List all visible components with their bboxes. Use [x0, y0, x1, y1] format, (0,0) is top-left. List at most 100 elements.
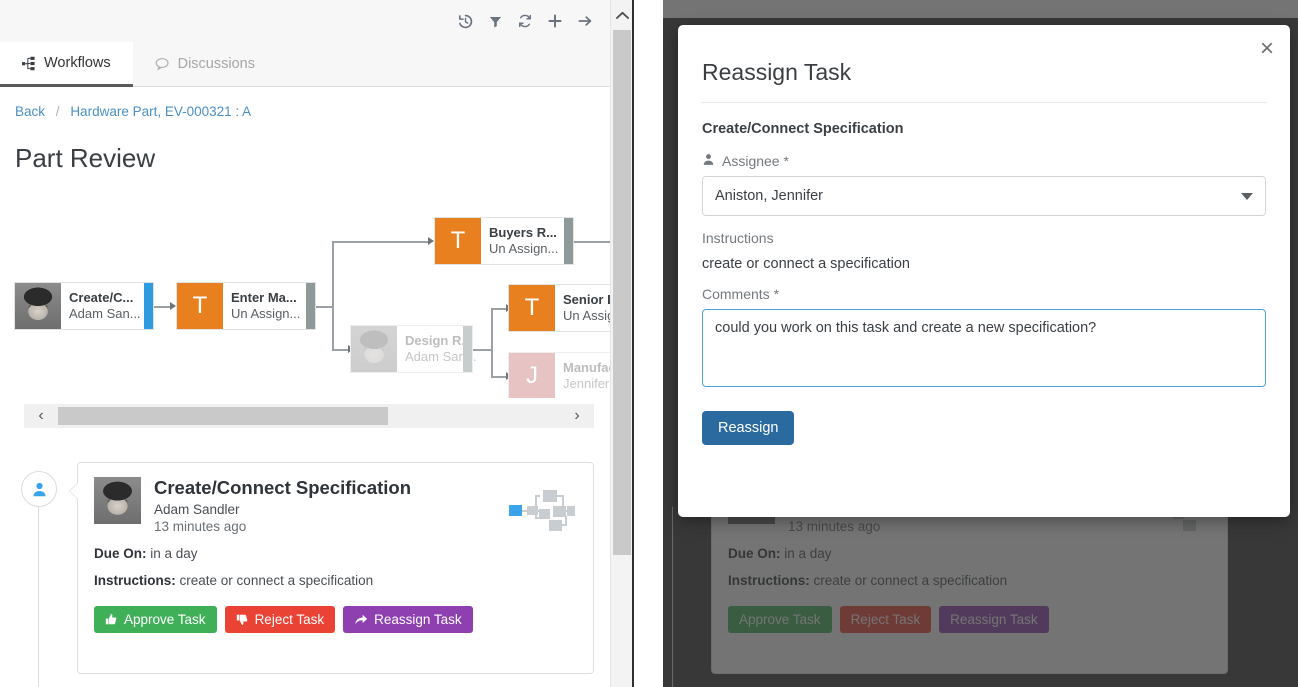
- node-avatar: [15, 283, 61, 329]
- node-initial: T: [435, 218, 481, 264]
- connector: [332, 241, 334, 351]
- node-title: Senior D: [563, 292, 610, 308]
- workflow-icon: [22, 56, 37, 71]
- page-title: Part Review: [15, 143, 155, 174]
- scroll-track[interactable]: [58, 407, 560, 425]
- task-due-value: in a day: [784, 546, 831, 561]
- node-status-bar: [564, 218, 573, 264]
- task-due-label: Due On:: [728, 546, 781, 561]
- assignee-label-row: Assignee *: [702, 153, 1266, 169]
- workflow-diagram[interactable]: Create/C... Adam San... T Enter Ma... Un…: [14, 196, 610, 398]
- timeline-avatar-dot: [21, 471, 57, 507]
- person-icon: [31, 481, 48, 498]
- refresh-icon[interactable]: [510, 6, 540, 36]
- task-instructions-label: Instructions:: [94, 573, 176, 588]
- tab-workflows-label: Workflows: [44, 55, 111, 71]
- workflow-diagram-icon[interactable]: [509, 487, 575, 538]
- approve-task-label: Approve Task: [124, 612, 206, 627]
- task-instructions-value: create or connect a specification: [180, 573, 374, 588]
- task-timestamp: 13 minutes ago: [788, 519, 1045, 534]
- card-pointer: [70, 483, 78, 499]
- top-toolbar: [0, 0, 610, 42]
- assignee-label: Assignee *: [722, 153, 789, 169]
- history-icon[interactable]: [450, 6, 480, 36]
- connector: [491, 308, 493, 378]
- workflow-node-buyers-review[interactable]: T Buyers R... Un Assign...: [434, 217, 574, 265]
- reassign-task-label: Reassign Task: [374, 612, 462, 627]
- task-due-label: Due On:: [94, 546, 147, 561]
- node-status-bar: [144, 283, 153, 329]
- node-initial: T: [177, 283, 223, 329]
- reassign-task-modal: × Reassign Task Create/Connect Specifica…: [678, 25, 1290, 517]
- node-subtitle: Jennifer: [563, 376, 610, 392]
- connector: [332, 241, 430, 243]
- plus-icon[interactable]: [540, 6, 570, 36]
- task-due-value: in a day: [150, 546, 197, 561]
- timeline-line: [38, 507, 39, 687]
- tab-workflows[interactable]: Workflows: [0, 42, 133, 87]
- node-status-bar: [306, 283, 315, 329]
- reassign-submit-button[interactable]: Reassign: [702, 411, 794, 445]
- task-instructions-label: Instructions:: [728, 573, 810, 588]
- thumbs-up-icon: [105, 613, 118, 626]
- task-timestamp: 13 minutes ago: [154, 519, 411, 534]
- reassign-task-button[interactable]: Reassign Task: [343, 606, 473, 633]
- reassign-task-button: Reassign Task: [939, 606, 1049, 633]
- workflow-node-senior-design[interactable]: T Senior D Un Assig: [508, 284, 610, 332]
- diagram-horizontal-scrollbar[interactable]: ‹ ›: [24, 404, 594, 428]
- comments-textarea[interactable]: could you work on this task and create a…: [702, 309, 1266, 387]
- workflow-node-design-review[interactable]: Design R... Adam San...: [350, 325, 473, 373]
- filter-icon[interactable]: [480, 6, 510, 36]
- task-due-row: Due On: in a day: [78, 546, 593, 561]
- reject-task-button[interactable]: Reject Task: [225, 606, 336, 633]
- person-icon: [702, 153, 715, 169]
- approve-task-button[interactable]: Approve Task: [94, 606, 217, 633]
- tab-bar: Workflows Discussions: [0, 42, 610, 87]
- chevron-down-icon: [1241, 193, 1253, 200]
- modal-task-name: Create/Connect Specification: [702, 121, 1266, 137]
- task-instructions-row: Instructions: create or connect a specif…: [78, 573, 593, 588]
- node-subtitle: Adam San...: [69, 306, 138, 322]
- node-initial: J: [509, 353, 555, 398]
- page-vertical-scrollbar[interactable]: [610, 0, 632, 687]
- scroll-left-arrow[interactable]: ‹: [24, 407, 58, 425]
- instructions-label: Instructions: [702, 230, 1266, 246]
- node-subtitle: Adam San...: [405, 349, 457, 365]
- node-title: Enter Ma...: [231, 290, 300, 306]
- workflow-node-create-connect[interactable]: Create/C... Adam San...: [14, 282, 154, 330]
- assignee-selected-value: Aniston, Jennifer: [715, 188, 823, 204]
- modal-body: Create/Connect Specification Assignee * …: [678, 103, 1290, 445]
- assignee-select[interactable]: Aniston, Jennifer: [702, 176, 1266, 216]
- workflow-node-enter-manufacturer[interactable]: T Enter Ma... Un Assign...: [176, 282, 316, 330]
- scroll-up-arrow[interactable]: [611, 0, 633, 30]
- scroll-right-arrow[interactable]: ›: [560, 407, 594, 425]
- close-icon[interactable]: ×: [1260, 37, 1274, 61]
- arrow-right-icon[interactable]: [570, 6, 600, 36]
- scroll-thumb[interactable]: [58, 407, 388, 425]
- breadcrumb-current[interactable]: Hardware Part, EV-000321 : A: [70, 104, 251, 119]
- node-title: Create/C...: [69, 290, 138, 306]
- tab-discussions[interactable]: Discussions: [133, 42, 277, 86]
- tab-discussions-label: Discussions: [178, 56, 255, 72]
- breadcrumb: Back / Hardware Part, EV-000321 : A: [15, 104, 251, 119]
- workflow-node-manufacturing[interactable]: J Manufac Jennifer: [508, 352, 610, 398]
- task-actions: Approve Task Reject Task Reassign Task: [78, 606, 593, 633]
- node-avatar: [351, 326, 397, 372]
- node-title: Manufac: [563, 360, 610, 376]
- panel-divider: [632, 0, 634, 687]
- task-card: Create/Connect Specification Adam Sandle…: [77, 462, 594, 674]
- breadcrumb-back[interactable]: Back: [15, 104, 45, 119]
- node-status-bar: [463, 326, 472, 372]
- instructions-value: create or connect a specification: [702, 256, 1266, 272]
- node-subtitle: Un Assign...: [231, 306, 300, 322]
- approve-task-button: Approve Task: [728, 606, 832, 633]
- node-subtitle: Un Assign...: [489, 241, 558, 257]
- modal-title: Reassign Task: [678, 25, 1290, 86]
- reject-task-label: Reject Task: [255, 612, 325, 627]
- task-instructions-value: create or connect a specification: [814, 573, 1008, 588]
- avatar: [94, 477, 141, 524]
- reject-task-button: Reject Task: [840, 606, 932, 633]
- chevron-up-icon: [616, 11, 629, 20]
- breadcrumb-separator: /: [56, 104, 60, 119]
- scroll-thumb[interactable]: [613, 30, 631, 555]
